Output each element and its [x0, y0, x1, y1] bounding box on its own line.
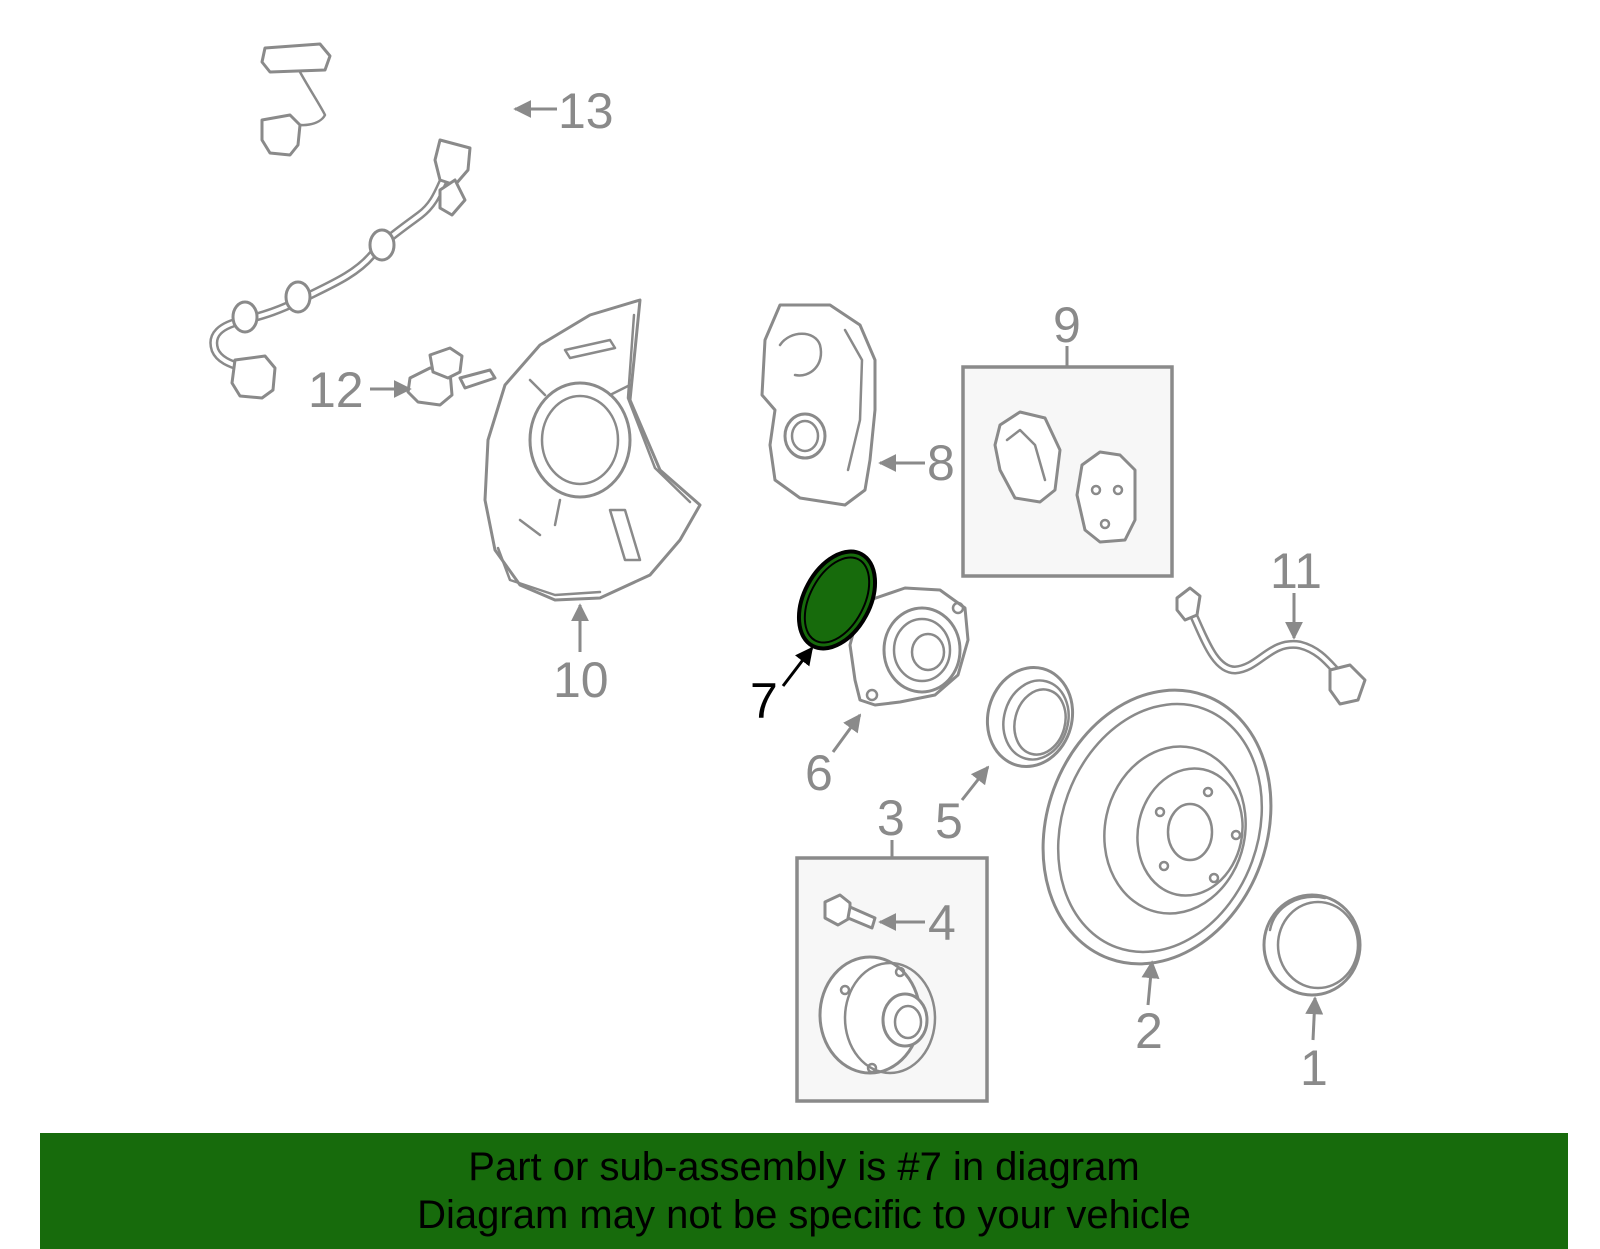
banner-line-1: Part or sub-assembly is #7 in diagram	[468, 1145, 1140, 1189]
part-5-wheel-bearing[interactable]	[976, 658, 1083, 776]
part-12-abs-speed-sensor[interactable]	[406, 346, 497, 407]
callout-4: 4	[928, 895, 956, 951]
leader-lines	[370, 100, 1324, 1041]
part-6-steering-knuckle[interactable]	[848, 586, 970, 707]
callout-13: 13	[558, 83, 614, 139]
callout-3: 3	[877, 790, 905, 846]
part-1-hub-cap[interactable]	[1262, 893, 1362, 997]
part-8-brake-caliper[interactable]	[760, 303, 877, 507]
info-banner: Part or sub-assembly is #7 in diagram Di…	[40, 1133, 1568, 1249]
callout-8: 8	[927, 435, 955, 491]
callout-7: 7	[750, 673, 778, 729]
banner-line-2: Diagram may not be specific to your vehi…	[417, 1193, 1191, 1237]
callout-5: 5	[935, 793, 963, 849]
part-13-abs-wire-harness[interactable]	[209, 42, 510, 400]
callout-10: 10	[553, 652, 609, 708]
callout-numbers: 13 12 10 8 9 11 7 6 3 5 4 2 1	[308, 83, 1328, 1096]
part-7-dust-seal-highlighted[interactable]	[783, 539, 890, 662]
callout-11: 11	[1270, 543, 1322, 599]
callout-9: 9	[1053, 297, 1081, 353]
callout-2: 2	[1135, 1003, 1163, 1059]
part-11-brake-hose[interactable]	[1175, 586, 1367, 706]
part-10-dust-shield[interactable]	[483, 298, 702, 602]
part-9-brake-pad-kit[interactable]	[961, 365, 1174, 578]
callout-1: 1	[1300, 1040, 1328, 1096]
part-4-hub-bolt[interactable]	[823, 893, 877, 930]
part-3-hub-assembly[interactable]	[795, 856, 989, 1103]
callout-12: 12	[308, 362, 364, 418]
callout-6: 6	[805, 745, 833, 801]
part-2-brake-rotor[interactable]	[1006, 658, 1308, 996]
